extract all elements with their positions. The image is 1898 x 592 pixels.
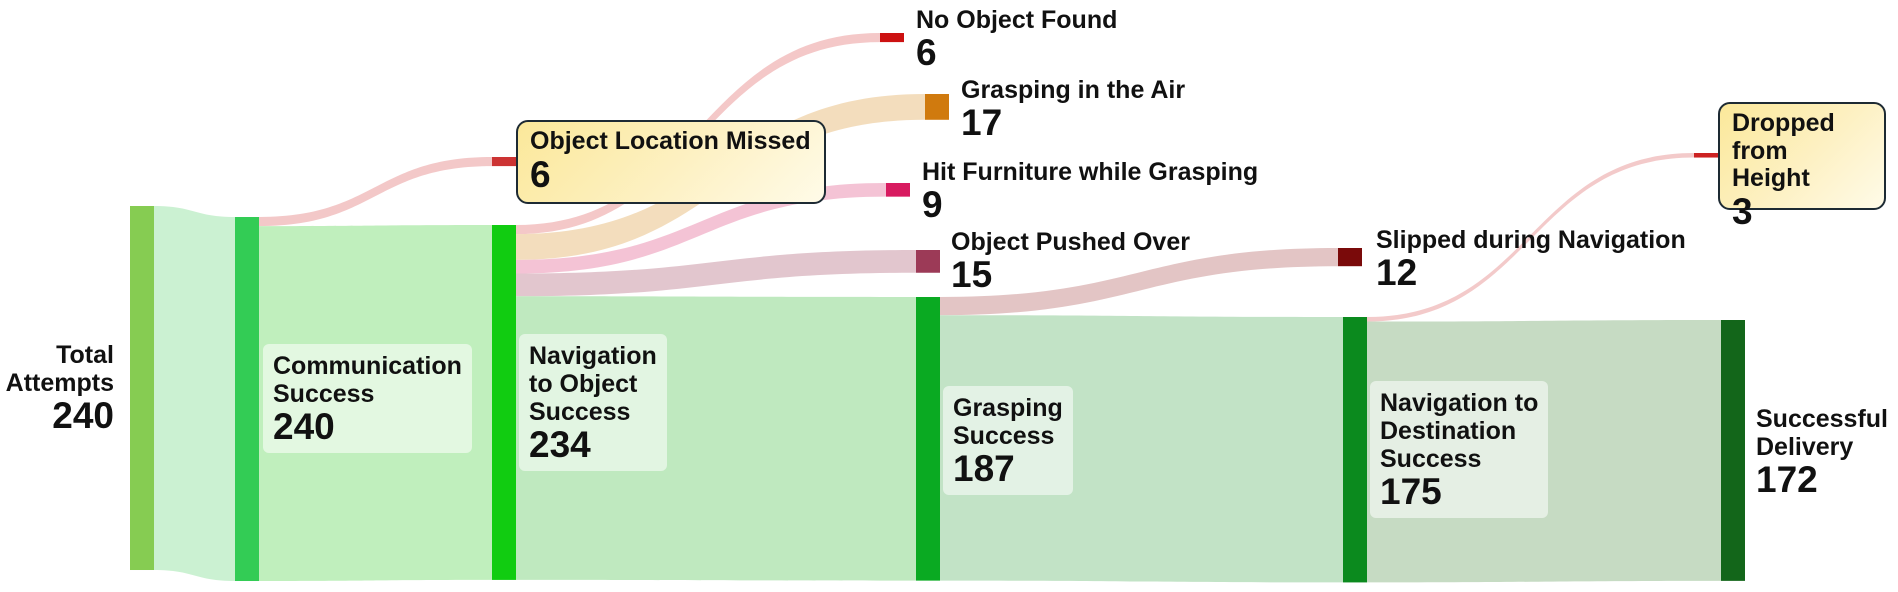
label-navigation-to-destination-success: Navigation to Destination Success 175: [1370, 381, 1549, 518]
node-label: Communication Success: [273, 352, 462, 408]
node-value: 175: [1380, 471, 1442, 512]
node-label: Navigation to Object Success: [529, 342, 657, 426]
node-bar-nav_dest: [1343, 317, 1367, 583]
node-value: 9: [922, 184, 943, 225]
node-value: 240: [273, 406, 335, 447]
nodes-group: [130, 33, 1745, 583]
node-bar-dropped_height: [1694, 153, 1718, 158]
node-bar-total: [130, 206, 154, 571]
node-bar-pushed_over: [916, 250, 940, 273]
node-bar-delivery: [1721, 320, 1745, 581]
node-bar-hit_furniture: [886, 183, 910, 197]
node-value: 17: [961, 102, 1003, 143]
node-label: Dropped from Height: [1732, 109, 1835, 192]
node-bar-no_obj_found: [880, 33, 904, 43]
node-label: Grasping Success: [953, 394, 1063, 450]
node-bar-slipped_nav: [1338, 248, 1362, 267]
node-bar-obj_loc_missed: [492, 157, 516, 167]
node-label: Grasping in the Air: [961, 76, 1186, 104]
node-value: 15: [951, 254, 993, 295]
node-value: 3: [1732, 190, 1753, 232]
link-total-to-comm: [154, 206, 235, 582]
node-value: 240: [52, 395, 114, 436]
node-bar-nav_obj: [492, 225, 516, 580]
node-value: 172: [1756, 459, 1818, 500]
link-grasp-to-slipped_nav: [940, 248, 1338, 316]
node-label: Successful Delivery: [1756, 405, 1889, 461]
label-object-pushed-over: Object Pushed Over 15: [951, 228, 1190, 295]
label-total-attempts: Total Attempts 240: [0, 341, 114, 436]
node-value: 6: [916, 32, 937, 73]
node-bar-comm: [235, 217, 259, 582]
callout-dropped-from-height: Dropped from Height 3: [1718, 102, 1886, 230]
node-label: Object Pushed Over: [951, 228, 1190, 256]
link-nav_obj-to-hit_furniture: [516, 183, 886, 274]
node-bar-grasp_air: [925, 94, 949, 120]
node-value: 12: [1376, 252, 1418, 293]
label-hit-furniture-while-grasping: Hit Furniture while Grasping 9: [922, 158, 1258, 225]
label-navigation-to-object-success: Navigation to Object Success 234: [519, 334, 667, 471]
callout-object-location-missed: Object Location Missed 6: [516, 120, 826, 204]
node-value: 6: [530, 153, 551, 195]
node-value: 187: [953, 448, 1015, 489]
link-grasp-to-nav_dest: [940, 315, 1343, 583]
node-label: Total Attempts: [5, 341, 114, 397]
node-label: No Object Found: [916, 6, 1118, 34]
node-label: Navigation to Destination Success: [1380, 389, 1539, 473]
node-value: 234: [529, 424, 591, 465]
label-slipped-during-navigation: Slipped during Navigation 12: [1376, 226, 1686, 293]
label-grasping-in-the-air: Grasping in the Air 17: [961, 76, 1185, 143]
label-communication-success: Communication Success 240: [263, 344, 472, 453]
node-label: Object Location Missed: [530, 127, 811, 155]
label-successful-delivery: Successful Delivery 172: [1756, 405, 1888, 500]
node-label: Hit Furniture while Grasping: [922, 158, 1259, 186]
link-comm-to-obj_loc_missed: [259, 157, 492, 227]
link-nav_dest-to-dropped_height: [1367, 153, 1694, 322]
label-no-object-found: No Object Found 6: [916, 6, 1117, 73]
link-nav_obj-to-pushed_over: [516, 250, 916, 297]
node-label: Slipped during Navigation: [1376, 226, 1686, 254]
label-grasping-success: Grasping Success 187: [943, 386, 1073, 495]
node-bar-grasp: [916, 297, 940, 581]
